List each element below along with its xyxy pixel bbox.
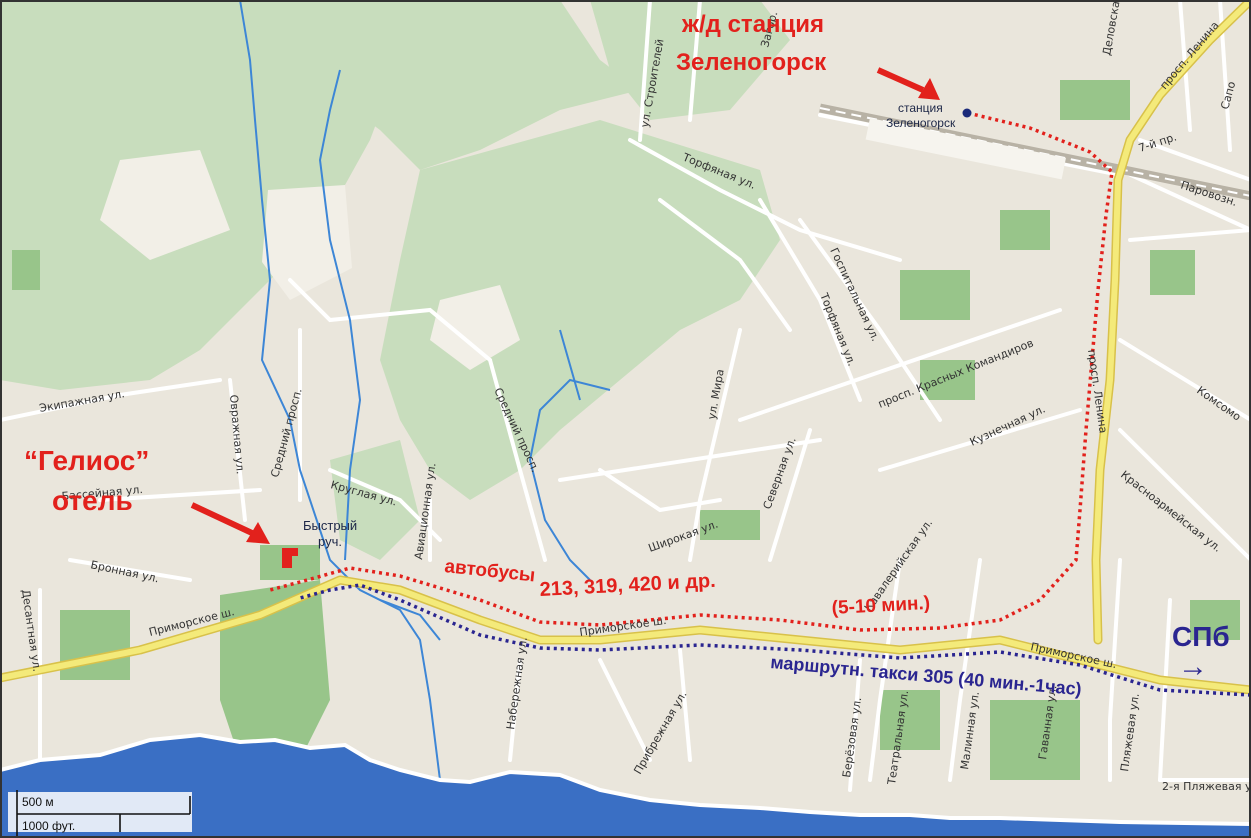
station-annotation: Зеленогорск: [676, 49, 827, 76]
railway: [819, 103, 1251, 201]
spb-arrow-icon: →: [1178, 650, 1208, 683]
hotel-annotation: отель: [52, 485, 133, 516]
station-arrow: [876, 67, 940, 100]
hotel-arrow: [190, 502, 270, 544]
bus-time-annotation: (5-10 мин.): [831, 593, 930, 619]
primorskoe-road: [0, 575, 1251, 695]
shore: [0, 732, 1251, 826]
scale-metric-label: 500 м: [22, 795, 54, 809]
place-labels: станция Зеленогорск Быстрый руч.: [303, 101, 956, 549]
creek-label: руч.: [318, 534, 342, 549]
spb-annotation: СПб: [1172, 621, 1230, 652]
park-areas: [12, 80, 1240, 780]
bus-route: [269, 111, 1114, 632]
lenina-road: [1091, 0, 1251, 645]
station-place-label: Зеленогорск: [886, 116, 956, 130]
station-annotation: ж/д станция: [681, 11, 824, 38]
clearings: [100, 150, 520, 370]
sea: [0, 735, 1251, 838]
scale-imperial-label: 1000 фут.: [22, 819, 75, 833]
hotel-annotation: “Гелиос”: [24, 445, 149, 476]
station-place-label: станция: [898, 101, 943, 115]
rivers: [239, 0, 611, 781]
scale-bar: 500 м 1000 фут.: [8, 790, 192, 838]
red-annotations: ж/д станция Зеленогорск “Гелиос” отель а…: [24, 11, 931, 619]
station-marker[interactable]: [962, 108, 972, 118]
creek-label: Быстрый: [303, 518, 357, 533]
street-label: 2-я Пляжевая ул.: [1162, 780, 1251, 793]
hotel-marker[interactable]: [282, 548, 298, 568]
